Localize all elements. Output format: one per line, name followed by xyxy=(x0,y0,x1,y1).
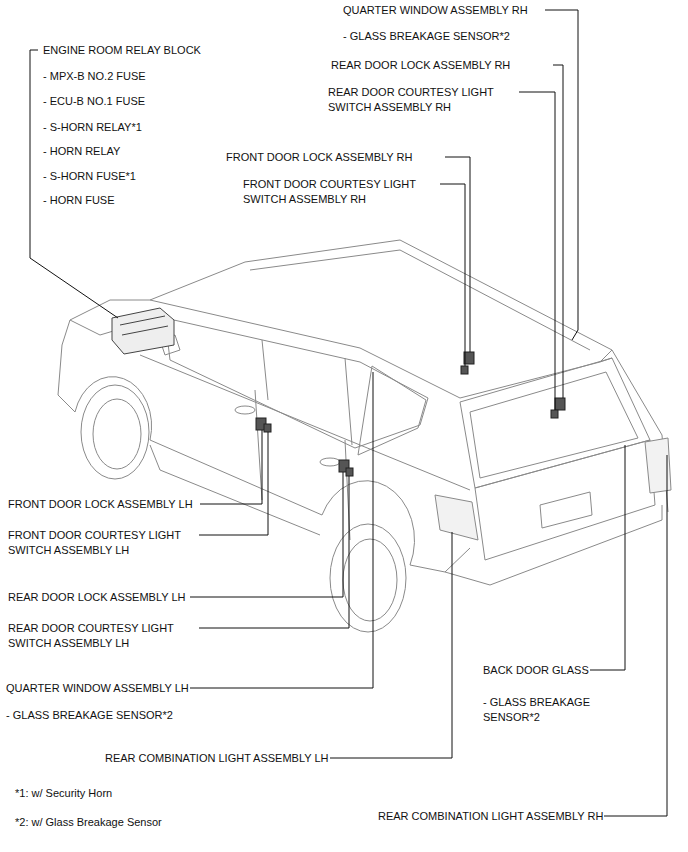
rear-wheel-rim xyxy=(343,539,397,621)
part-label: - MPX-B NO.2 FUSE xyxy=(42,69,147,84)
leader-line xyxy=(30,50,118,318)
door-seam xyxy=(255,390,262,500)
leader-line xyxy=(600,455,667,816)
front-wheel xyxy=(81,385,149,479)
window-pillar xyxy=(262,340,268,400)
leader-line xyxy=(440,184,465,366)
front-wheel-rim xyxy=(93,399,141,469)
part-label: QUARTER WINDOW ASSEMBLY LH xyxy=(5,681,190,696)
leader-line xyxy=(510,92,555,410)
door-parts xyxy=(256,352,565,476)
leader-line xyxy=(445,157,470,352)
quarter-window xyxy=(358,366,426,455)
part-label: FRONT DOOR LOCK ASSEMBLY RH xyxy=(225,150,413,165)
part-label: - HORN RELAY xyxy=(42,144,121,159)
roof-rail xyxy=(250,250,590,350)
part-label: REAR COMBINATION LIGHT ASSEMBLY RH xyxy=(377,809,604,824)
part-label: QUARTER WINDOW ASSEMBLY RH xyxy=(342,3,529,18)
rear-light-lh xyxy=(435,495,478,540)
part-label: REAR COMBINATION LIGHT ASSEMBLY LH xyxy=(104,751,330,766)
roof-outline xyxy=(150,240,612,398)
belt-line xyxy=(140,355,470,490)
window-pillar xyxy=(345,358,352,445)
part-label: - HORN FUSE xyxy=(42,193,116,208)
rear-wheel xyxy=(330,524,406,632)
part-label: REAR DOOR COURTESY LIGHT SWITCH ASSEMBLY… xyxy=(327,85,519,115)
side-window xyxy=(165,318,428,448)
part-label: REAR DOOR LOCK ASSEMBLY RH xyxy=(330,58,511,73)
door-lock-part xyxy=(555,398,565,410)
part-label: ENGINE ROOM RELAY BLOCK xyxy=(42,43,202,58)
leader-line xyxy=(590,445,625,670)
part-label: FRONT DOOR COURTESY LIGHT SWITCH ASSEMBL… xyxy=(242,177,434,207)
courtesy-switch-part xyxy=(264,424,271,432)
leader-line xyxy=(200,430,262,504)
leader-line xyxy=(300,532,452,758)
part-label: - GLASS BREAKAGE SENSOR*2 xyxy=(342,29,511,44)
back-door-panel xyxy=(475,440,655,560)
leader-line xyxy=(190,372,373,688)
relay-block xyxy=(112,308,174,354)
part-label: - S-HORN RELAY*1 xyxy=(42,120,143,135)
courtesy-switch-part xyxy=(346,468,353,476)
part-label: FRONT DOOR COURTESY LIGHT SWITCH ASSEMBL… xyxy=(7,528,199,558)
vehicle-body xyxy=(58,240,671,632)
courtesy-switch-part xyxy=(551,410,558,418)
part-label: REAR DOOR LOCK ASSEMBLY LH xyxy=(7,590,186,605)
rocker-line xyxy=(150,445,320,535)
leader-line xyxy=(190,472,343,597)
leader-line xyxy=(190,432,268,535)
leader-line xyxy=(190,476,349,628)
relay-block-detail xyxy=(120,316,168,335)
back-door-glass-inner xyxy=(470,372,638,478)
part-label: - S-HORN FUSE*1 xyxy=(42,169,137,184)
part-label: REAR DOOR COURTESY LIGHT SWITCH ASSEMBLY… xyxy=(7,621,199,651)
leader-line xyxy=(545,10,578,340)
part-label: *1: w/ Security Horn xyxy=(14,786,113,801)
part-label: - GLASS BREAKAGE SENSOR*2 xyxy=(5,708,174,723)
rear-bumper xyxy=(445,505,662,585)
door-handle xyxy=(235,406,255,414)
part-label: BACK DOOR GLASS xyxy=(482,663,590,678)
part-label: - GLASS BREAKAGE SENSOR*2 xyxy=(482,695,609,725)
part-label: FRONT DOOR LOCK ASSEMBLY LH xyxy=(7,497,194,512)
part-label: *2: w/ Glass Breakage Sensor xyxy=(14,815,163,830)
courtesy-switch-part xyxy=(461,366,468,374)
part-label: - ECU-B NO.1 FUSE xyxy=(42,94,146,109)
license-plate xyxy=(540,492,592,528)
spoiler xyxy=(600,358,612,362)
door-handle xyxy=(320,458,340,466)
